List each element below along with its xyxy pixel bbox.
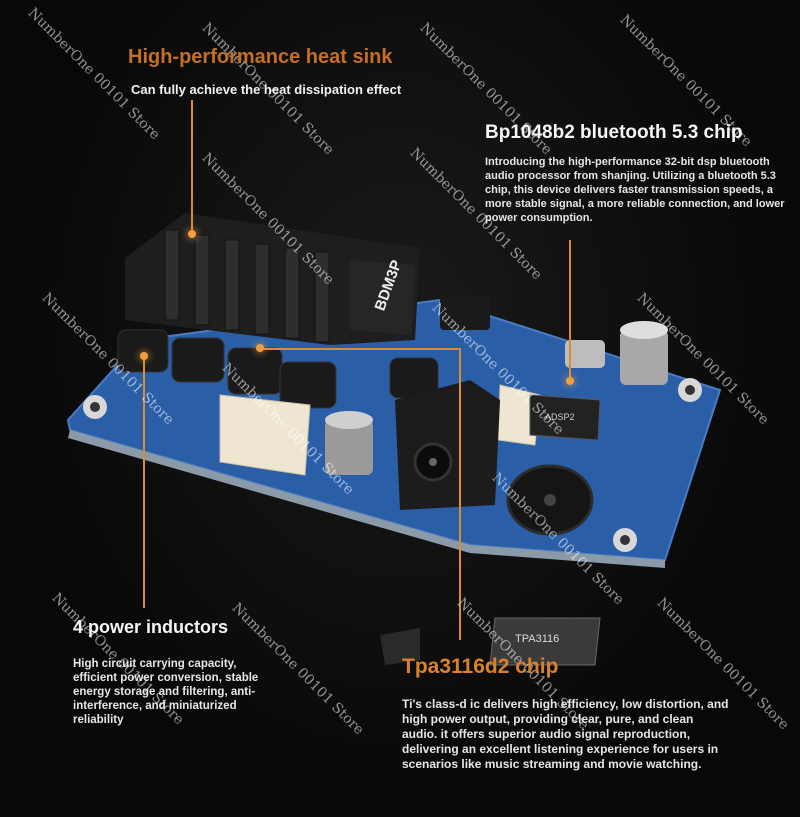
callout-dot-inductors <box>140 352 148 360</box>
callout-dot-tpa <box>256 344 264 352</box>
mount-hole-center <box>90 402 100 412</box>
capacitor-2 <box>620 330 668 385</box>
bluetooth-title: Bp1048b2 bluetooth 5.3 chip <box>485 122 743 143</box>
callout-line-inductors <box>143 358 145 608</box>
mount-hole-center <box>620 535 630 545</box>
dc-jack <box>395 380 500 510</box>
tpa-description: Ti's class-d ic delivers high efficiency… <box>402 697 729 771</box>
tpa-chip <box>489 617 601 666</box>
power-inductors <box>117 329 439 409</box>
heat-sink-subtitle: Can fully achieve the heat dissipation e… <box>131 82 402 97</box>
tpa-chip-side <box>380 628 420 665</box>
callout-dot-heatsink <box>188 230 196 238</box>
inductors-title: 4 power inductors <box>73 617 229 637</box>
audio-jack <box>440 295 490 330</box>
crystal <box>565 340 605 368</box>
tpa-chip-label: TPA3116 <box>515 633 559 645</box>
capacitor <box>325 420 373 475</box>
heat-sink-title: High-performance heat sink <box>128 46 393 68</box>
volume-knob-center <box>544 494 556 506</box>
tpa-title: Tpa3116d2 chip <box>402 655 559 678</box>
heat-sink-fins <box>164 229 330 343</box>
callout-line-bluetooth <box>569 240 571 380</box>
callout-line-tpa-h <box>260 348 460 350</box>
dc-jack-pin <box>429 458 437 466</box>
capacitor-top <box>325 411 373 429</box>
callout-dot-bluetooth <box>566 377 574 385</box>
callout-line-heatsink <box>191 100 193 235</box>
callout-line-tpa-v <box>459 348 461 640</box>
mount-hole-center <box>685 385 695 395</box>
bluetooth-chip <box>529 394 601 441</box>
white-connector <box>219 394 311 476</box>
bluetooth-description: Introducing the high-performance 32-bit … <box>485 156 785 224</box>
capacitor-2-top <box>620 321 668 339</box>
inductors-description: High circuit carrying capacity, efficien… <box>73 658 259 726</box>
bluetooth-chip-label: ADSP2 <box>545 412 575 422</box>
heat-sink-block <box>350 260 415 335</box>
